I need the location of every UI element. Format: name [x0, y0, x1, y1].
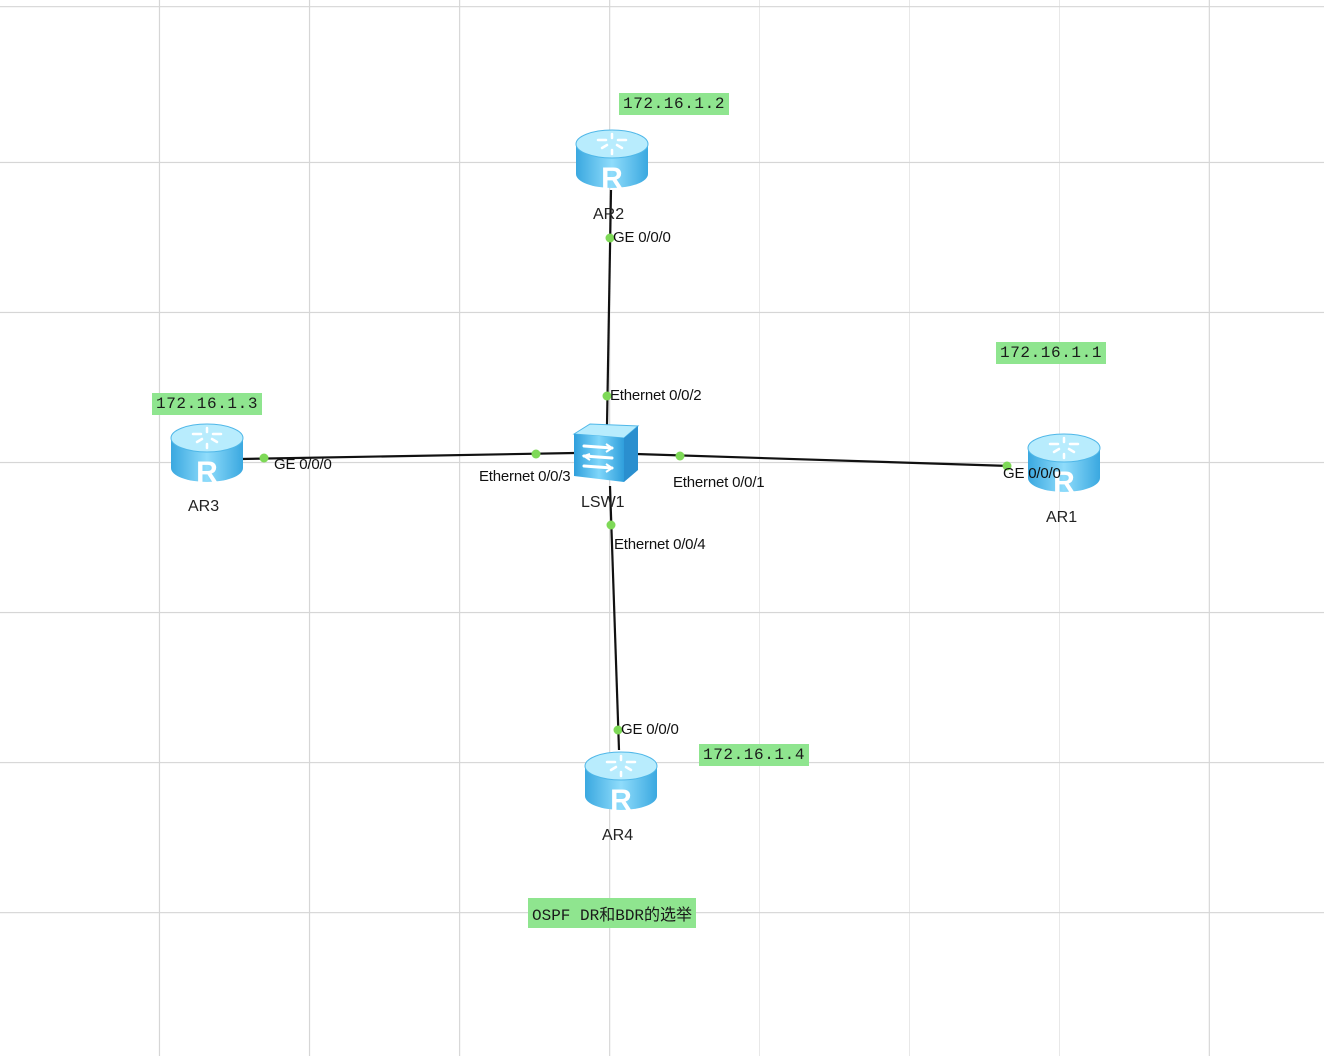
link-lsw1-ar1[interactable] [635, 452, 1011, 468]
port-label-ar2-ge000: GE 0/0/0 [613, 229, 671, 246]
device-label-ar4: AR4 [602, 827, 634, 844]
port-label-ar1-ge000: GE 0/0/0 [1003, 465, 1061, 482]
link-lsw1-ar2[interactable] [605, 189, 613, 426]
port-dot-ar1-ge000[interactable] [1002, 461, 1012, 471]
router-icon[interactable]: R [583, 748, 659, 816]
router-glyph: R [1053, 466, 1075, 498]
ip-tag-ar4[interactable]: 172.16.1.4 [699, 744, 810, 766]
port-dot-lsw1-e001[interactable] [675, 451, 685, 461]
router-glyph: R [610, 784, 632, 816]
router-icon[interactable]: R [169, 420, 245, 488]
router-glyph: R [601, 162, 623, 194]
port-dot-lsw1-e003[interactable] [531, 449, 541, 459]
port-label-lsw1-e001: Ethernet 0/0/1 [673, 474, 765, 491]
ip-tag-ar2[interactable]: 172.16.1.2 [619, 93, 730, 115]
ip-tag-ar1[interactable]: 172.16.1.1 [996, 342, 1107, 364]
port-label-lsw1-e002: Ethernet 0/0/2 [610, 387, 702, 404]
router-glyph: R [196, 456, 218, 488]
device-label-ar1: AR1 [1046, 509, 1078, 526]
port-dot-lsw1-e002[interactable] [602, 391, 612, 401]
port-label-lsw1-e004: Ethernet 0/0/4 [614, 536, 706, 553]
device-label-lsw1: LSW1 [581, 494, 625, 511]
router-icon[interactable]: R [574, 126, 650, 194]
router-icon[interactable]: R [1026, 430, 1102, 498]
diagram-caption[interactable]: OSPF DR和BDR的选举 [528, 898, 697, 928]
port-label-lsw1-e003: Ethernet 0/0/3 [479, 468, 571, 485]
switch-icon[interactable] [570, 420, 642, 486]
port-dot-lsw1-e004[interactable] [606, 520, 616, 530]
port-dot-ar3-ge000[interactable] [259, 453, 269, 463]
port-dot-ar4-ge000[interactable] [613, 725, 623, 735]
ip-tag-ar3[interactable]: 172.16.1.3 [152, 393, 263, 415]
device-label-ar3: AR3 [188, 498, 220, 515]
device-label-ar2: AR2 [593, 206, 625, 223]
link-lsw1-ar3[interactable] [239, 451, 576, 461]
port-dot-ar2-ge000[interactable] [605, 233, 615, 243]
port-label-ar4-ge000: GE 0/0/0 [621, 721, 679, 738]
port-label-ar3-ge000: GE 0/0/0 [274, 456, 332, 473]
link-lsw1-ar4[interactable] [608, 485, 621, 751]
